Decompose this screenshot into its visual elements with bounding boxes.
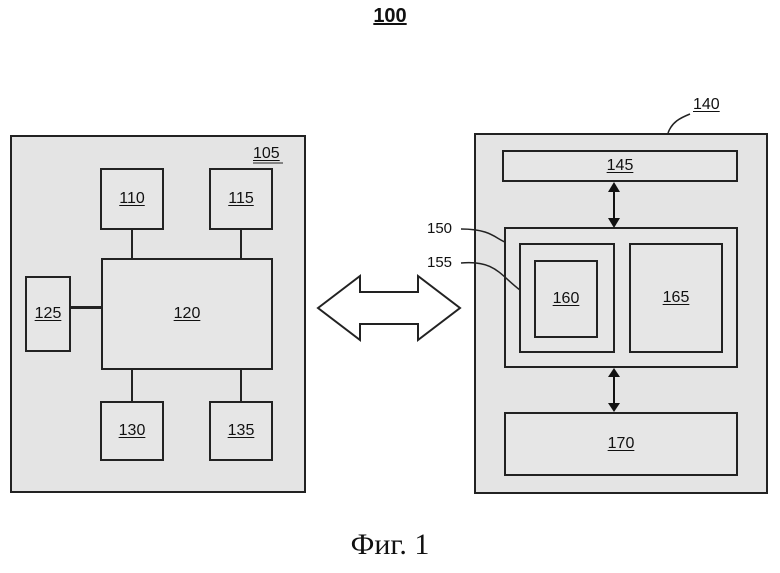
arrow-150-170	[608, 368, 620, 412]
leader-140	[668, 114, 690, 133]
bidirectional-link-arrow	[318, 276, 460, 340]
figure-caption: Фиг. 1	[0, 528, 780, 562]
arrow-145-150	[608, 182, 620, 228]
leader-150	[461, 229, 505, 242]
leader-155	[461, 263, 520, 290]
